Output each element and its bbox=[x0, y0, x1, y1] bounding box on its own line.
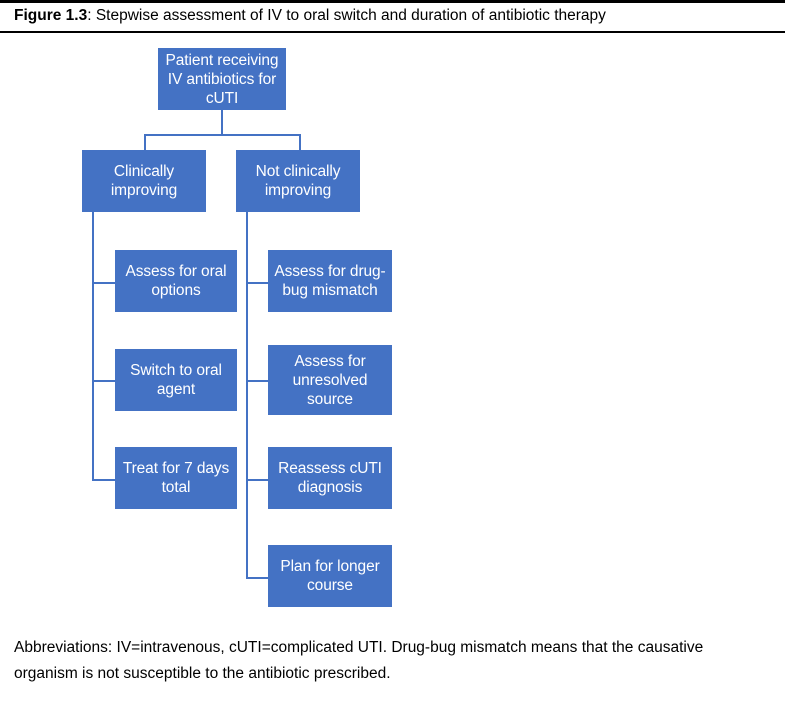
flow-node-not-clinically-improving-label: Not clinically improving bbox=[255, 163, 341, 199]
connector-drop-to-not-clinically-improving bbox=[299, 134, 301, 151]
flowchart-canvas: Patient receiving IV antibiotics for cUT… bbox=[0, 33, 785, 618]
flow-node-assess-unresolved-source-label: Assess for unresolved source bbox=[292, 352, 368, 408]
connector-left-elbow-2 bbox=[92, 380, 116, 382]
figure-footnote: Abbreviations: IV=intravenous, cUTI=comp… bbox=[14, 639, 704, 682]
figure-label: Figure 1.3 bbox=[14, 7, 88, 24]
caption-rule bbox=[0, 31, 785, 33]
flow-node-plan-longer-course-label: Plan for longer course bbox=[280, 558, 380, 594]
connector-left-elbow-1 bbox=[92, 282, 116, 284]
flow-node-assess-drug-bug-mismatch[interactable]: Assess for drug-bug mismatch bbox=[268, 250, 392, 312]
figure-caption: Figure 1.3: Stepwise assessment of IV to… bbox=[14, 6, 774, 26]
connector-right-elbow-2 bbox=[246, 380, 270, 382]
flow-node-root[interactable]: Patient receiving IV antibiotics for cUT… bbox=[158, 48, 286, 110]
flow-node-plan-longer-course[interactable]: Plan for longer course bbox=[268, 545, 392, 607]
flow-node-not-clinically-improving[interactable]: Not clinically improving bbox=[236, 150, 360, 212]
flow-node-assess-drug-bug-mismatch-label: Assess for drug-bug mismatch bbox=[274, 263, 386, 299]
flow-node-clinically-improving-label: Clinically improving bbox=[110, 163, 178, 199]
flow-node-switch-to-oral-agent-label: Switch to oral agent bbox=[130, 362, 222, 398]
flow-node-treat-7-days-label: Treat for 7 days total bbox=[122, 460, 230, 496]
page-top-rule bbox=[0, 0, 785, 3]
connector-root-stem bbox=[221, 110, 223, 135]
flow-node-reassess-cuti-diagnosis[interactable]: Reassess cUTI diagnosis bbox=[268, 447, 392, 509]
connector-root-split-bar bbox=[144, 134, 301, 136]
flow-node-assess-unresolved-source[interactable]: Assess for unresolved source bbox=[268, 345, 392, 415]
flow-node-reassess-cuti-diagnosis-label: Reassess cUTI diagnosis bbox=[278, 460, 382, 496]
figure-caption-separator: : bbox=[87, 7, 96, 24]
flow-node-clinically-improving[interactable]: Clinically improving bbox=[82, 150, 206, 212]
flow-node-assess-oral-options-label: Assess for oral options bbox=[125, 263, 227, 299]
connector-right-branch-spine bbox=[246, 212, 248, 578]
connector-right-elbow-1 bbox=[246, 282, 270, 284]
connector-left-elbow-3 bbox=[92, 479, 116, 481]
connector-left-branch-spine bbox=[92, 212, 94, 480]
flow-node-treat-7-days[interactable]: Treat for 7 days total bbox=[115, 447, 237, 509]
connector-right-elbow-4 bbox=[246, 577, 270, 579]
flow-node-assess-oral-options[interactable]: Assess for oral options bbox=[115, 250, 237, 312]
figure-title: Stepwise assessment of IV to oral switch… bbox=[95, 7, 606, 24]
flow-node-switch-to-oral-agent[interactable]: Switch to oral agent bbox=[115, 349, 237, 411]
flow-node-root-label: Patient receiving IV antibiotics for cUT… bbox=[165, 51, 279, 107]
connector-drop-to-clinically-improving bbox=[144, 134, 146, 151]
connector-right-elbow-3 bbox=[246, 479, 270, 481]
